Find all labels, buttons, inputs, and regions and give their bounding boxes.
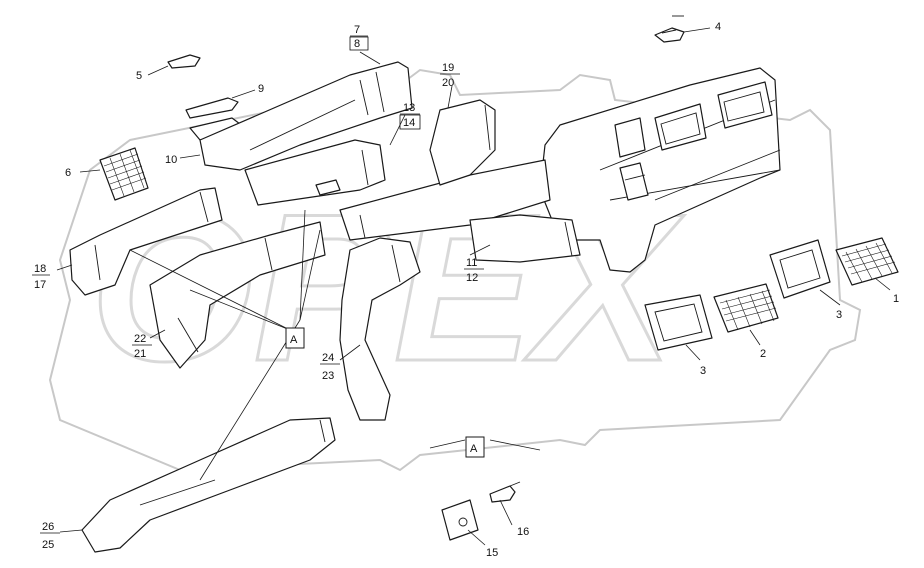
callout-3-left: 3 xyxy=(700,365,706,377)
callout-3-right: 3 xyxy=(836,309,842,321)
view-marker-a-left: A xyxy=(285,327,305,349)
defroster-duct-7 xyxy=(199,61,413,171)
callout-24: 24 xyxy=(322,352,334,364)
mounting-screw xyxy=(489,481,521,503)
view-marker-a-bottom: A xyxy=(465,436,485,458)
side-duct-17 xyxy=(69,187,223,296)
callout-20: 20 xyxy=(442,77,454,89)
callout-7: 7 xyxy=(354,24,360,36)
view-marker-label: A xyxy=(290,334,298,346)
floor-duct-11 xyxy=(469,214,581,263)
callout-19: 19 xyxy=(442,62,454,74)
callout-14: 14 xyxy=(403,117,415,129)
view-marker-label: A xyxy=(470,443,478,455)
air-vent-cap xyxy=(654,15,685,43)
dashboard-panel xyxy=(539,67,781,273)
callout-16: 16 xyxy=(517,526,529,538)
callout-4: 4 xyxy=(715,21,721,33)
callout-25: 25 xyxy=(42,539,54,551)
callout-17: 17 xyxy=(34,279,46,291)
callout-9: 9 xyxy=(258,83,264,95)
callout-23: 23 xyxy=(322,370,334,382)
callout-1: 1 xyxy=(893,293,899,305)
side-vent-grille xyxy=(99,147,149,201)
callout-13: 13 xyxy=(403,102,415,114)
floor-duct-23 xyxy=(339,237,421,421)
center-duct-13 xyxy=(244,139,386,206)
callout-26: 26 xyxy=(42,521,54,533)
callout-8: 8 xyxy=(354,38,360,50)
callout-5: 5 xyxy=(136,70,142,82)
defroster-nozzle-9 xyxy=(185,97,239,119)
vent-frame-right xyxy=(769,239,831,299)
leader-lines xyxy=(56,27,891,546)
watermark-gear xyxy=(48,68,862,472)
callout-2: 2 xyxy=(760,348,766,360)
vent-grille-left xyxy=(713,283,779,333)
vent-frame-left xyxy=(644,294,713,351)
defroster-nozzle-small xyxy=(167,54,201,69)
callout-12: 12 xyxy=(466,272,478,284)
callout-21: 21 xyxy=(134,348,146,360)
callout-22: 22 xyxy=(134,333,146,345)
mounting-clip xyxy=(441,499,479,541)
rear-duct-25 xyxy=(81,417,336,553)
side-duct-21 xyxy=(149,221,326,369)
callout-6: 6 xyxy=(65,167,71,179)
callout-labels: 5 9 10 6 7 8 19 20 13 14 4 18 17 11 12 2… xyxy=(32,21,899,559)
vent-grille-right xyxy=(835,237,899,286)
callout-15: 15 xyxy=(486,547,498,559)
callout-11: 11 xyxy=(466,257,477,269)
callout-18: 18 xyxy=(34,263,46,275)
main-air-duct xyxy=(339,99,551,241)
callout-10: 10 xyxy=(165,154,177,166)
